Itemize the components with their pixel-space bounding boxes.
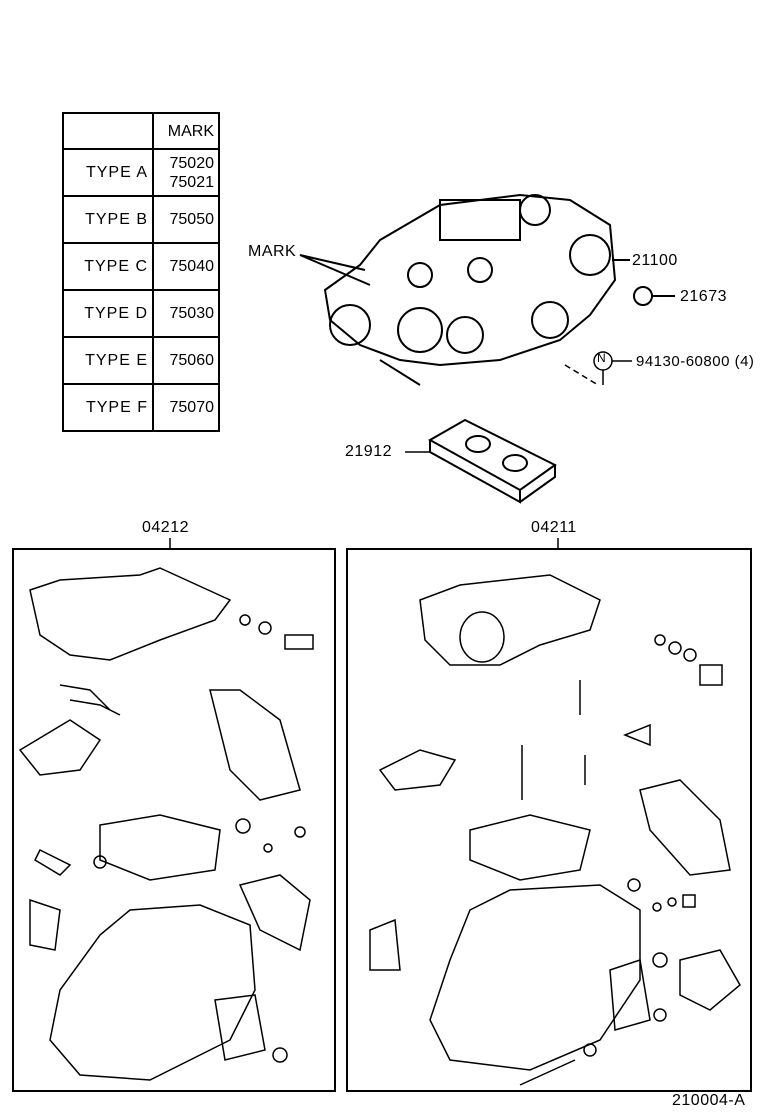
type-label: TYPE B bbox=[62, 195, 154, 244]
callout-94130-60800: 94130-60800 (4) bbox=[636, 353, 755, 370]
type-label: TYPE A bbox=[62, 148, 154, 197]
type-label: TYPE F bbox=[62, 383, 154, 432]
carburetor-drawing bbox=[299, 193, 675, 386]
callout-kit-04212: 04212 bbox=[142, 519, 189, 536]
type-label: TYPE C bbox=[62, 242, 154, 291]
callout-carburetor-21100: 21100 bbox=[632, 252, 678, 269]
kit-04212-frame bbox=[12, 548, 336, 1092]
nut-symbol-icon: N bbox=[597, 351, 607, 365]
callout-mark: MARK bbox=[248, 243, 297, 260]
mark-value: 75050 bbox=[152, 195, 220, 244]
mark-value: 75021 bbox=[169, 173, 215, 191]
mark-value: 75070 bbox=[152, 383, 220, 432]
kit-04212-parts bbox=[18, 567, 314, 1081]
mark-value: 75030 bbox=[152, 289, 220, 338]
gasket-drawing bbox=[405, 418, 557, 504]
figure-id: 210004-A bbox=[672, 1092, 746, 1109]
kit-04211-parts bbox=[369, 574, 741, 1086]
mark-value: 75020 bbox=[169, 154, 215, 172]
mark-value: 75040 bbox=[152, 242, 220, 291]
callout-gasket-21912: 21912 bbox=[345, 443, 392, 460]
type-label: TYPE D bbox=[62, 289, 154, 338]
header-mark: MARK bbox=[152, 112, 220, 150]
kit-04211-frame bbox=[346, 548, 752, 1092]
callout-kit-04211: 04211 bbox=[531, 519, 577, 536]
type-label: TYPE E bbox=[62, 336, 154, 385]
callout-nut-21673: 21673 bbox=[680, 288, 727, 305]
mark-value: 75060 bbox=[152, 336, 220, 385]
